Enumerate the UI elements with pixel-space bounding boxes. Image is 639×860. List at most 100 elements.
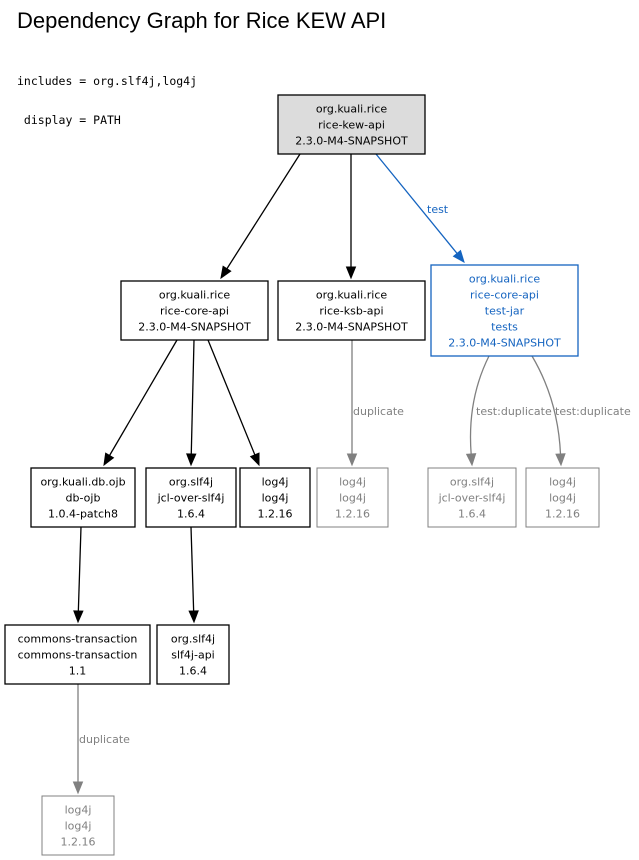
node-label-line: org.kuali.rice — [316, 103, 388, 116]
node-label-line: tests — [491, 321, 518, 334]
edge-line — [190, 339, 195, 455]
node-box — [120, 280, 269, 341]
node-label-line: 2.3.0-M4-SNAPSHOT — [138, 321, 251, 334]
config-line-display: display = PATH — [17, 113, 121, 127]
node-label-line: jcl-over-slf4j — [438, 492, 506, 505]
edge-label: test:duplicate — [555, 405, 631, 418]
node-label-line: log4j — [549, 476, 576, 489]
node-label-line: log4j — [339, 492, 366, 505]
node-db-ojb[interactable]: org.kuali.db.ojb db-ojb 1.0.4-patch8 — [30, 467, 136, 528]
node-label-line: org.kuali.db.ojb — [40, 476, 125, 489]
config-line-includes: includes = org.slf4j,log4j — [17, 74, 198, 88]
node-label-line: rice-core-api — [160, 305, 229, 318]
edge-ksb-api-to-log4j-dup-ksb: duplicate — [346, 340, 404, 467]
node-label-line: db-ojb — [66, 492, 101, 505]
edge-label: test:duplicate — [476, 405, 552, 418]
page-title: Dependency Graph for Rice KEW API — [17, 8, 387, 33]
node-label-line: 1.2.16 — [258, 508, 293, 521]
node-label-line: 1.0.4-patch8 — [48, 508, 118, 521]
edge-line — [108, 339, 178, 456]
node-label-line: log4j — [262, 492, 289, 505]
node-label-line: 2.3.0-M4-SNAPSHOT — [448, 337, 561, 350]
node-label-line: rice-ksb-api — [319, 305, 383, 318]
node-jcl-over-slf4j[interactable]: org.slf4j jcl-over-slf4j 1.6.4 — [145, 467, 237, 528]
node-label-line: log4j — [65, 820, 92, 833]
node-box — [277, 94, 426, 155]
edge-arrowhead — [555, 453, 566, 467]
node-box — [156, 624, 230, 685]
node-log4j-dup-ksb[interactable]: log4j log4j 1.2.16 — [316, 467, 389, 528]
node-label-line: 1.6.4 — [179, 665, 207, 678]
node-log4j-1[interactable]: log4j log4j 1.2.16 — [239, 467, 311, 528]
edge-kew-api-to-ksb-api — [345, 154, 357, 280]
edge-line — [375, 153, 458, 254]
edge-arrowhead — [452, 249, 465, 264]
node-ksb-api[interactable]: org.kuali.ricerice-ksb-api2.3.0-M4-SNAPS… — [277, 280, 426, 341]
node-label-line: 1.2.16 — [545, 508, 580, 521]
node-label-line: rice-kew-api — [318, 119, 385, 132]
node-box — [239, 467, 311, 528]
node-box — [41, 795, 115, 856]
edge-core-api-test-to-jcl-dup-test: test:duplicate — [465, 355, 552, 467]
edge-core-api-to-log4j-1 — [207, 339, 260, 467]
edge-kew-api-to-core-api — [220, 153, 301, 280]
node-label-line: log4j — [339, 476, 366, 489]
edge-arrowhead — [345, 266, 357, 280]
node-label-line: commons-transaction — [18, 649, 138, 662]
edge-arrowhead — [73, 610, 84, 624]
edge-jcl-over-slf4j-to-slf4j-api — [188, 526, 199, 624]
edge-line — [469, 355, 490, 455]
node-label-line: jcl-over-slf4j — [157, 492, 225, 505]
edge-line — [190, 526, 195, 612]
node-box — [525, 467, 600, 528]
node-box — [30, 467, 136, 528]
edge-arrowhead — [220, 265, 232, 280]
node-label-line: log4j — [65, 804, 92, 817]
edge-line — [207, 339, 256, 456]
node-label-line: 1.2.16 — [61, 836, 96, 849]
node-label-line: org.kuali.rice — [469, 273, 541, 286]
node-label-line: test-jar — [485, 305, 525, 318]
node-box — [145, 467, 237, 528]
node-label-line: org.slf4j — [169, 476, 213, 489]
edge-commons-transaction-to-log4j-dup-ct: duplicate — [72, 684, 130, 795]
edge-core-api-test-to-log4j-dup-test: test:duplicate — [531, 355, 631, 467]
edge-line — [77, 526, 82, 612]
node-box — [316, 467, 389, 528]
edge-arrowhead — [346, 453, 358, 467]
node-label-line: 1.1 — [69, 665, 87, 678]
node-label-line: 2.3.0-M4-SNAPSHOT — [295, 321, 408, 334]
node-box — [427, 467, 517, 528]
node-label-line: org.kuali.rice — [159, 289, 231, 302]
edge-db-ojb-to-commons-transaction — [73, 526, 84, 624]
graph-config: includes = org.slf4j,log4j display = PAT… — [17, 49, 197, 140]
node-label-line: commons-transaction — [18, 633, 138, 646]
node-kew-api[interactable]: org.kuali.rice rice-kew-api 2.3.0-M4-SNAPS… — [277, 94, 426, 155]
node-label-line: 1.2.16 — [335, 508, 370, 521]
node-label-line: log4j — [262, 476, 289, 489]
edge-label: test — [427, 203, 449, 216]
node-box — [430, 264, 579, 357]
edge-line — [531, 355, 562, 455]
edge-core-api-to-db-ojb — [103, 339, 178, 467]
node-log4j-dup-ct[interactable]: log4j log4j 1.2.16 — [41, 795, 115, 856]
edge-arrowhead — [188, 610, 199, 624]
edge-line — [226, 153, 301, 270]
edge-arrowhead — [186, 453, 197, 467]
node-box — [4, 624, 151, 685]
node-label-line: 2.3.0-M4-SNAPSHOT — [295, 135, 408, 148]
node-label-line: rice-core-api — [470, 289, 539, 302]
node-commons-transaction[interactable]: commons-transaction commons-transaction 1.… — [4, 624, 151, 685]
edge-label: duplicate — [79, 733, 130, 746]
node-label-line: 1.6.4 — [458, 508, 486, 521]
node-core-api[interactable]: org.kuali.rice rice-core-api 2.3.0-M4-SNAP… — [120, 280, 269, 341]
edge-label: duplicate — [353, 405, 404, 418]
node-label-line: 1.6.4 — [177, 508, 205, 521]
node-core-api-test[interactable]: org.kuali.rice rice-core-api test-jar tests… — [430, 264, 579, 357]
edge-core-api-to-jcl-over-slf4j — [186, 339, 197, 467]
edge-arrowhead — [103, 452, 115, 467]
